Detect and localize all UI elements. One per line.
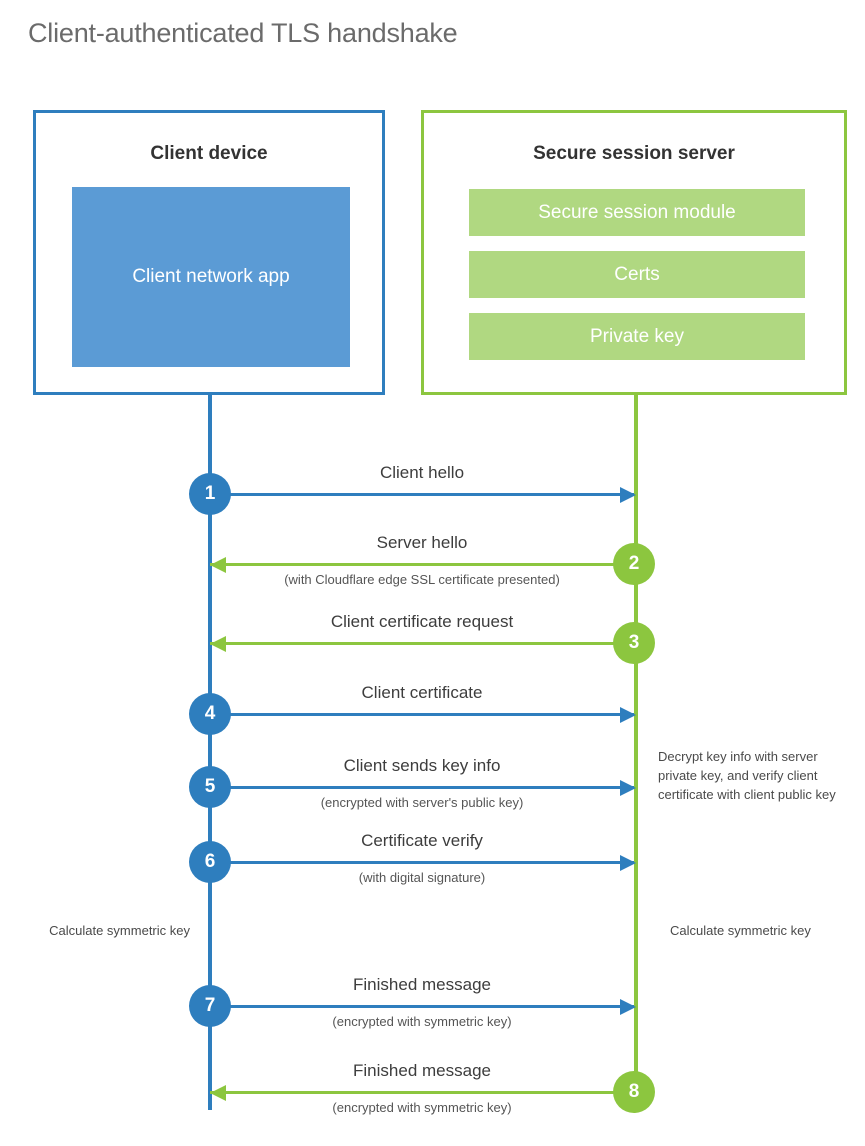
- message-label: Client hello: [379, 463, 465, 482]
- message-label: Finished message: [353, 975, 491, 994]
- message-label: Certificate verify: [361, 831, 483, 850]
- arrow-head-right-icon: [620, 855, 636, 871]
- message-arrow-line: [210, 493, 634, 496]
- message-label: Server hello: [376, 533, 468, 552]
- arrow-head-left-icon: [210, 1085, 226, 1101]
- arrow-head-left-icon: [210, 557, 226, 573]
- step-number-badge[interactable]: 3: [613, 622, 655, 664]
- step-number-badge[interactable]: 2: [613, 543, 655, 585]
- step-number-badge[interactable]: 8: [613, 1071, 655, 1113]
- step-number-badge[interactable]: 4: [189, 693, 231, 735]
- page-title: Client-authenticated TLS handshake: [28, 18, 458, 48]
- message-label: Client sends key info: [343, 756, 501, 775]
- message-arrow-line: [210, 713, 634, 716]
- arrow-head-right-icon: [620, 707, 636, 723]
- message-sublabel: (encrypted with server's public key): [320, 795, 524, 810]
- client-lifeline: [208, 394, 212, 1110]
- arrow-head-left-icon: [210, 636, 226, 652]
- client-calculate-symmetric-key-annotation: Calculate symmetric key: [49, 923, 190, 938]
- server-decrypt-annotation: Decrypt key info with server private key…: [658, 749, 836, 802]
- message-sublabel: (encrypted with symmetric key): [332, 1100, 512, 1115]
- server-calculate-symmetric-key-annotation: Calculate symmetric key: [670, 923, 811, 938]
- message-label: Finished message: [353, 1061, 491, 1080]
- message-sublabel: (encrypted with symmetric key): [332, 1014, 512, 1029]
- message-arrow-line: [210, 1091, 634, 1094]
- server-lifeline: [634, 394, 638, 1110]
- secure-session-server-box: Secure session server Secure session mod…: [421, 110, 847, 395]
- message-label: Client certificate: [361, 683, 483, 702]
- client-device-box: Client device Client network app: [33, 110, 385, 395]
- message-arrow-line: [210, 786, 634, 789]
- message-label: Client certificate request: [330, 612, 514, 631]
- step-number-badge[interactable]: 6: [189, 841, 231, 883]
- client-device-title: Client device: [150, 143, 268, 164]
- server-chip: Certs: [469, 251, 805, 298]
- message-arrow-line: [210, 642, 634, 645]
- arrow-head-right-icon: [620, 780, 636, 796]
- arrow-head-right-icon: [620, 999, 636, 1015]
- server-chip: Private key: [469, 313, 805, 360]
- message-arrow-line: [210, 1005, 634, 1008]
- step-number-badge[interactable]: 1: [189, 473, 231, 515]
- message-arrow-line: [210, 861, 634, 864]
- client-network-app-block: Client network app: [72, 187, 350, 367]
- arrow-head-right-icon: [620, 487, 636, 503]
- secure-session-server-title: Secure session server: [533, 143, 735, 164]
- message-sublabel: (with digital signature): [358, 870, 486, 885]
- step-number-badge[interactable]: 5: [189, 766, 231, 808]
- message-arrow-line: [210, 563, 634, 566]
- message-sublabel: (with Cloudflare edge SSL certificate pr…: [284, 572, 560, 587]
- server-chip: Secure session module: [469, 189, 805, 236]
- step-number-badge[interactable]: 7: [189, 985, 231, 1027]
